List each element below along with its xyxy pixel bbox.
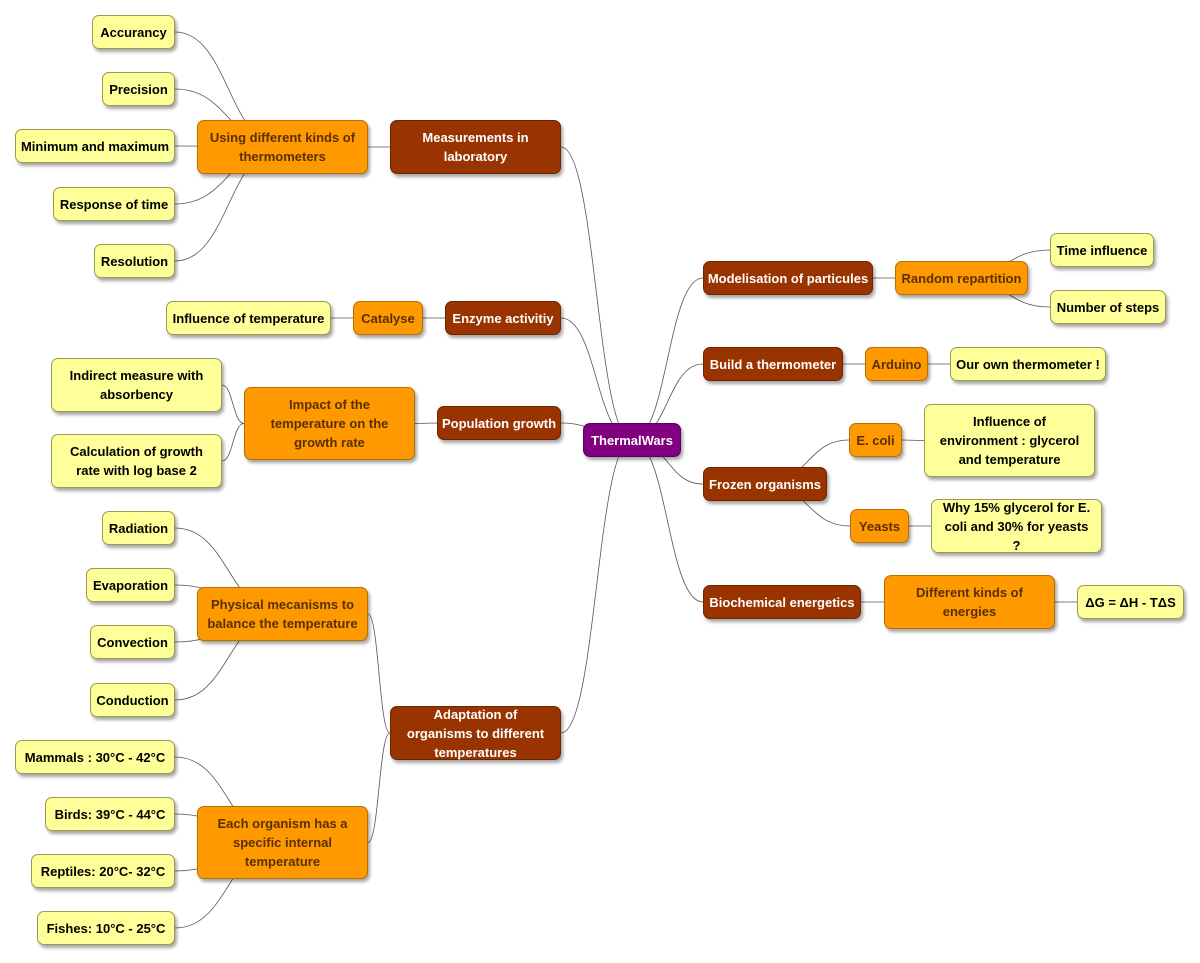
node-build[interactable]: Build a thermometer [703,347,843,381]
node-population[interactable]: Population growth [437,406,561,440]
node-internal[interactable]: Each organism has a specific internal te… [197,806,368,879]
connector-line [631,277,704,441]
node-evaporation[interactable]: Evaporation [86,568,175,602]
connector-line [221,384,245,424]
node-physical[interactable]: Physical mecanisms to balance the temper… [197,587,368,641]
connector-line [560,439,633,734]
node-mammals[interactable]: Mammals : 30°C - 42°C [15,740,175,774]
node-birds[interactable]: Birds: 39°C - 44°C [45,797,175,831]
connector-line [631,439,704,603]
connector-line [560,146,633,441]
node-number-steps[interactable]: Number of steps [1050,290,1166,324]
node-indirect[interactable]: Indirect measure with absorbency [51,358,222,412]
connector-line [560,317,633,441]
node-minmax[interactable]: Minimum and maximum [15,129,175,163]
node-thermometers[interactable]: Using different kinds of thermometers [197,120,368,174]
node-modelisation[interactable]: Modelisation of particules [703,261,873,295]
node-fishes[interactable]: Fishes: 10°C - 25°C [37,911,175,945]
root-node[interactable]: ThermalWars [583,423,681,457]
node-random[interactable]: Random repartition [895,261,1028,295]
node-energies[interactable]: Different kinds of energies [884,575,1055,629]
node-radiation[interactable]: Radiation [102,511,175,545]
node-measurements[interactable]: Measurements in laboratory [390,120,561,174]
node-formula[interactable]: ΔG = ΔH - TΔS [1077,585,1184,619]
node-convection[interactable]: Convection [90,625,175,659]
node-reptiles[interactable]: Reptiles: 20°C- 32°C [31,854,175,888]
node-biochem[interactable]: Biochemical energetics [703,585,861,619]
connector-line [414,422,438,424]
node-precision[interactable]: Precision [102,72,175,106]
node-adaptation[interactable]: Adaptation of organisms to different tem… [390,706,561,760]
node-environment[interactable]: Influence of environment : glycerol and … [924,404,1095,477]
node-impact[interactable]: Impact of the temperature on the growth … [244,387,415,460]
node-response[interactable]: Response of time [53,187,175,221]
node-influence-temperature[interactable]: Influence of temperature [166,301,331,335]
node-catalyse[interactable]: Catalyse [353,301,423,335]
connector-line [367,732,391,843]
node-time-influence[interactable]: Time influence [1050,233,1154,267]
node-yeasts[interactable]: Yeasts [850,509,909,543]
node-conduction[interactable]: Conduction [90,683,175,717]
node-frozen[interactable]: Frozen organisms [703,467,827,501]
node-ecoli[interactable]: E. coli [849,423,902,457]
node-enzyme[interactable]: Enzyme activitiy [445,301,561,335]
node-why-glycerol[interactable]: Why 15% glycerol for E. coli and 30% for… [931,499,1102,553]
node-resolution[interactable]: Resolution [94,244,175,278]
node-calculation[interactable]: Calculation of growth rate with log base… [51,434,222,488]
connector-line [221,423,245,462]
node-arduino[interactable]: Arduino [865,347,928,381]
node-accuracy[interactable]: Accurancy [92,15,175,49]
connector-line [367,613,391,734]
node-own-thermometer[interactable]: Our own thermometer ! [950,347,1106,381]
connector-line [901,439,925,441]
